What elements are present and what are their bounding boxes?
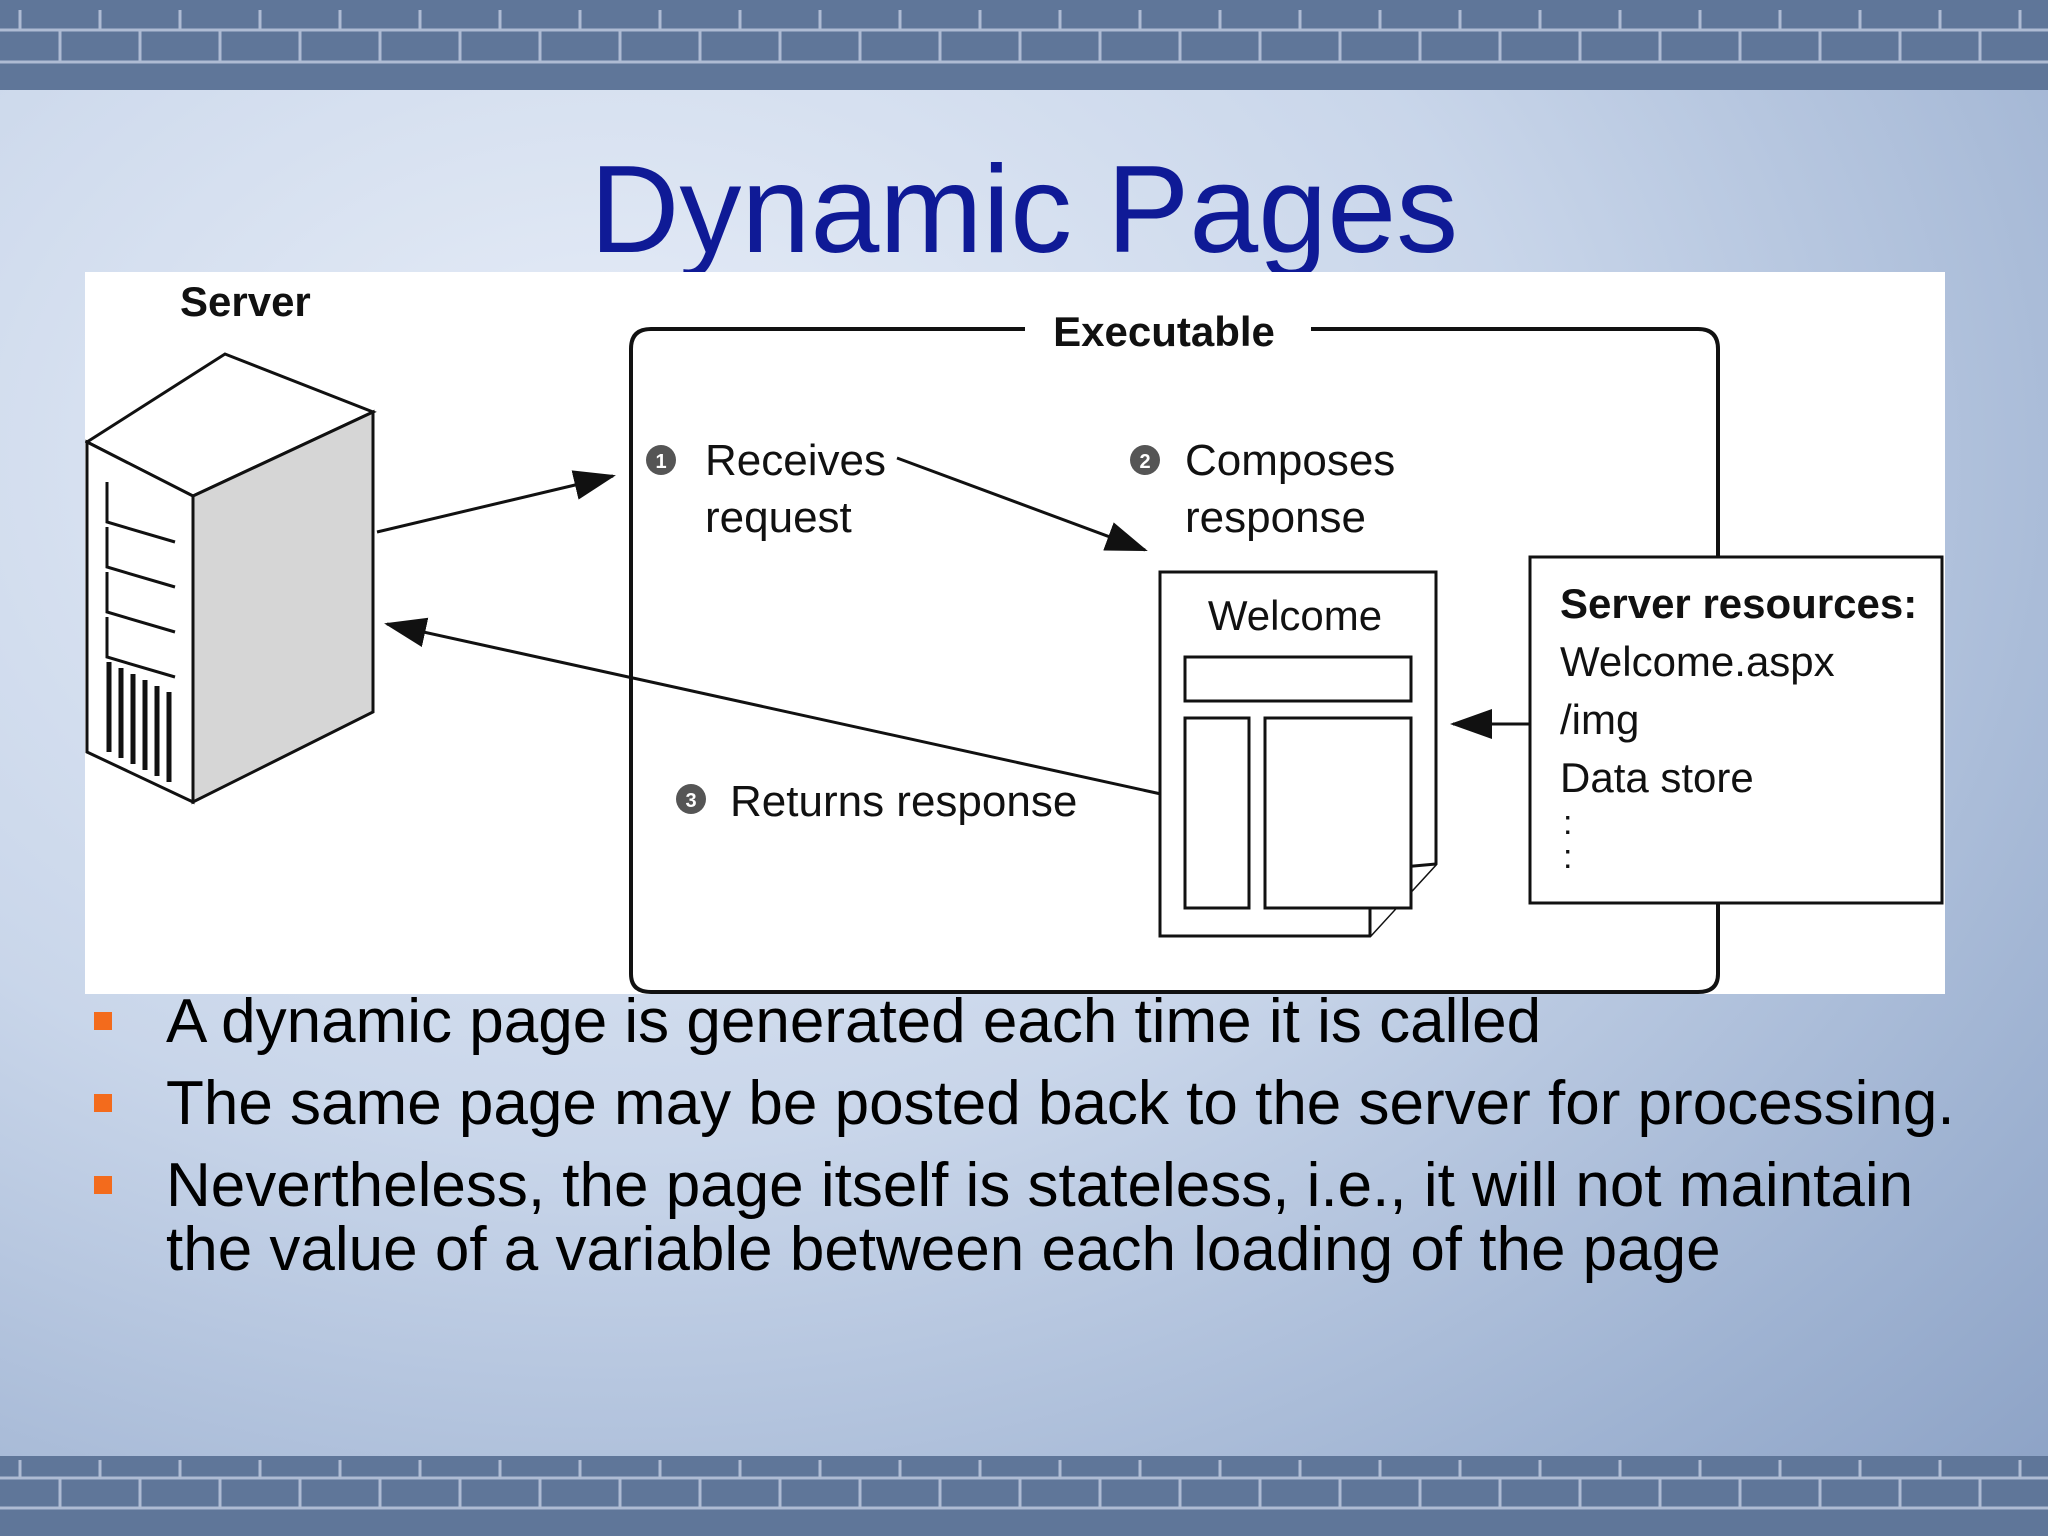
resource-ellipsis-1: : [1563,804,1572,842]
bullet-item: A dynamic page is generated each time it… [90,990,1990,1054]
bullet-item: The same page may be posted back to the … [90,1072,1990,1136]
compose-arrow [896,456,1148,552]
bullet-item: Nevertheless, the page itself is statele… [90,1154,1990,1282]
bullet-list: A dynamic page is generated each time it… [90,990,1990,1300]
resource-item: Data store [1560,754,1754,801]
step2-line2: response [1185,493,1366,542]
step3-number: 3 [685,790,696,812]
bottom-border-pattern [0,1460,2048,1510]
bullet-text: A dynamic page is generated each time it… [166,987,1542,1056]
step1-number: 1 [655,451,666,473]
slide-title: Dynamic Pages [589,141,1459,279]
step2-marker: 2 [1130,445,1160,475]
bullet-text: Nevertheless, the page itself is statele… [166,1151,1914,1284]
server-label: Server [180,278,311,325]
top-border-pattern [0,10,2048,64]
resource-ellipsis-2: : [1563,838,1572,876]
step1-line1: Receives [705,436,886,485]
dynamic-page-diagram: Server Executable [85,278,1944,994]
step2-line1: Composes [1185,436,1395,485]
step3-marker: 3 [676,784,706,814]
bullet-marker [94,1094,112,1112]
step3-label: Returns response [730,777,1077,826]
step2-number: 2 [1139,451,1150,473]
diagram-panel: Server Executable [85,272,1945,994]
resource-item: /img [1560,696,1639,743]
resource-item: Welcome.aspx [1560,638,1835,685]
executable-label: Executable [1053,308,1275,355]
step1-marker: 1 [646,445,676,475]
server-tower-icon [85,352,377,805]
executable-box [629,327,1720,994]
bullet-text: The same page may be posted back to the … [166,1069,1955,1138]
top-border-band [0,0,2048,90]
bullet-marker [94,1176,112,1194]
request-arrow [376,470,616,534]
step1-line2: request [705,493,852,542]
bottom-border-band [0,1456,2048,1536]
server-resources-box [1528,555,1944,905]
server-resources-title: Server resources: [1560,580,1917,627]
welcome-page-document [1158,570,1438,938]
response-arrow [384,617,1162,796]
bullet-marker [94,1012,112,1030]
welcome-page-label: Welcome [1208,592,1382,639]
